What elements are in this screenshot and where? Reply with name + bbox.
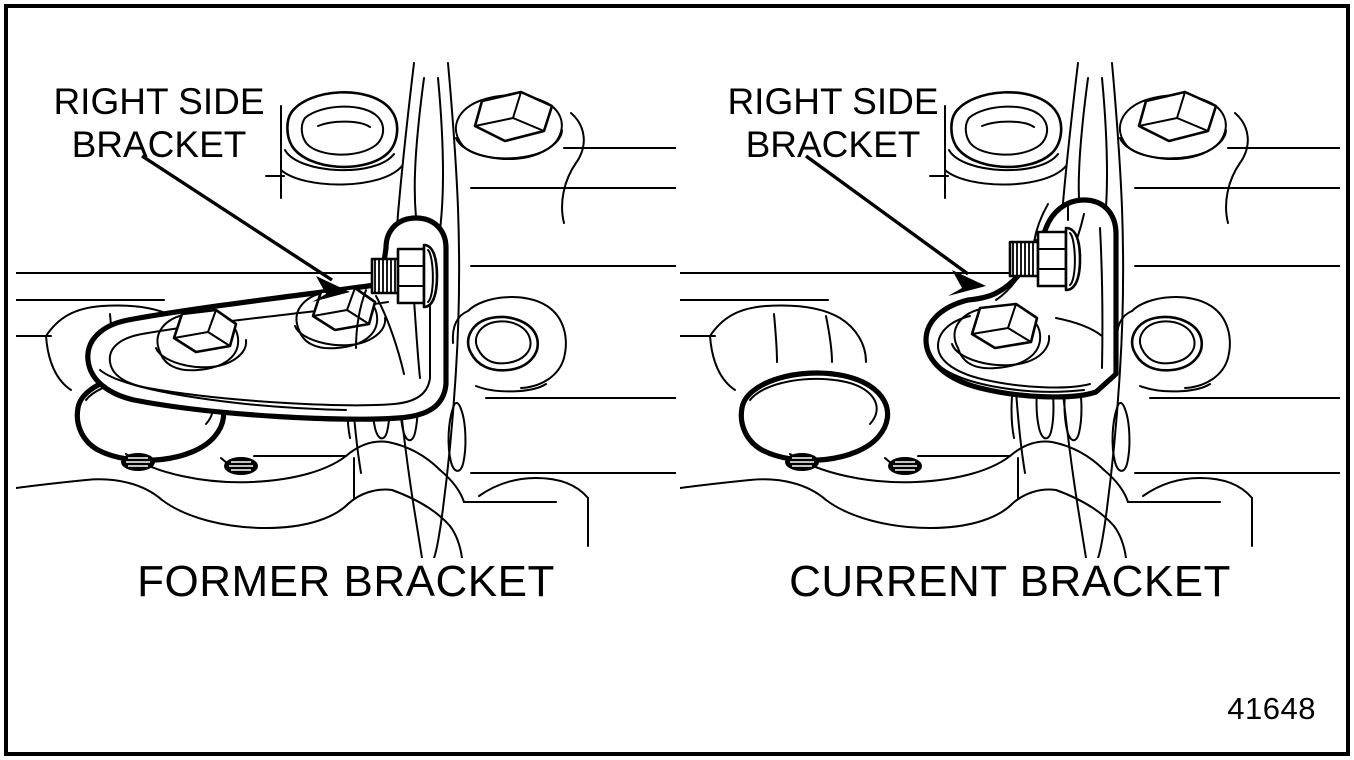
leader-line	[804, 154, 970, 276]
callout-right-side-bracket	[141, 154, 350, 302]
callout-line-2: BRACKET	[745, 124, 921, 165]
callout-line-1: RIGHT SIDE	[727, 81, 939, 122]
hex-bolt-icon	[454, 90, 563, 161]
callout-line-1: RIGHT SIDE	[53, 81, 265, 122]
panel-former-bracket: RIGHT SIDE BRACKET FORMER BRACKET	[16, 18, 676, 658]
hex-bolt-icon	[155, 308, 248, 372]
engine-block-background	[680, 62, 1340, 558]
hex-socket-hole-icon	[1130, 315, 1204, 372]
cast-dot-icon	[785, 453, 819, 471]
arrow-head-icon	[312, 276, 350, 302]
hex-bolt-icon	[951, 302, 1051, 370]
threaded-bolt-icon	[1008, 226, 1082, 292]
arrow-head-icon	[948, 270, 986, 296]
panel-current-bracket: RIGHT SIDE BRACKET CURRENT BRACKET	[680, 18, 1340, 658]
callout-label-current: RIGHT SIDE BRACKET	[698, 80, 968, 166]
caption-current-bracket: CURRENT BRACKET	[789, 557, 1231, 606]
cast-dot-icon	[888, 457, 922, 475]
cast-dot-icon	[224, 457, 258, 475]
threaded-bolt-icon	[370, 243, 439, 309]
figure-number: 41648	[1227, 691, 1316, 726]
caption-former-bracket: FORMER BRACKET	[137, 557, 555, 606]
former-bracket-part	[85, 215, 449, 422]
callout-label-former: RIGHT SIDE BRACKET	[24, 80, 294, 166]
cast-dot-icon	[121, 453, 155, 471]
former-bracket-illustration	[16, 62, 676, 558]
current-bracket-illustration	[680, 62, 1340, 558]
hex-bolt-icon	[1118, 90, 1227, 161]
callout-right-side-bracket	[804, 154, 986, 296]
hex-bolt-icon	[294, 286, 387, 350]
hex-socket-hole-icon	[466, 315, 540, 372]
callout-line-2: BRACKET	[71, 124, 247, 165]
current-bracket-part	[923, 197, 1119, 400]
leader-line	[141, 154, 333, 282]
oval-boss-icon	[738, 370, 891, 463]
figure-border-frame: RIGHT SIDE BRACKET FORMER BRACKET	[4, 4, 1350, 756]
